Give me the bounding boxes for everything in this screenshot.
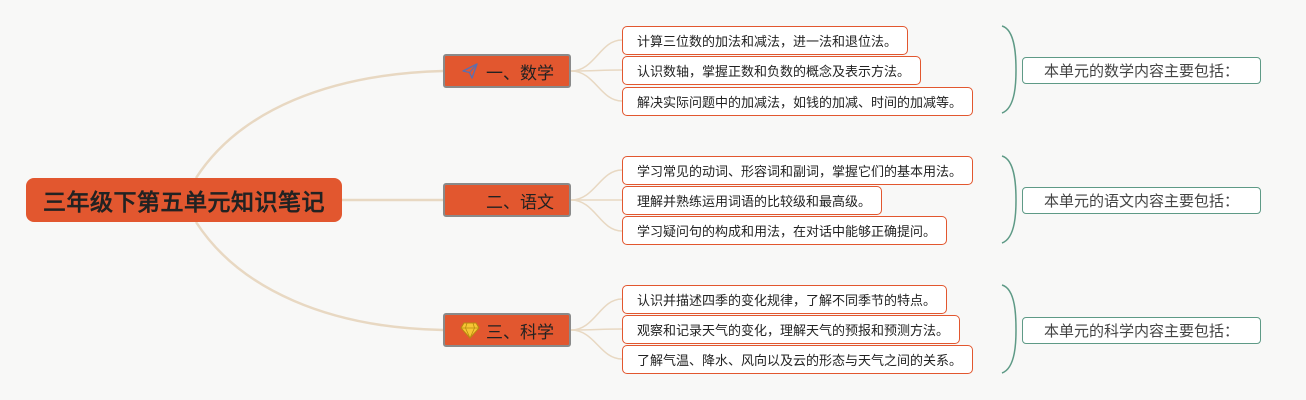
paper-plane-icon xyxy=(460,61,480,81)
connector-b2-leaf-1 xyxy=(570,169,623,201)
leaf-chinese-2[interactable]: 理解并熟练运用词语的比较级和最高级。 xyxy=(622,186,883,215)
leaf-science-3[interactable]: 了解气温、降水、风向以及云的形态与天气之间的关系。 xyxy=(622,345,974,374)
leaf-chinese-1[interactable]: 学习常见的动词、形容词和副词，掌握它们的基本用法。 xyxy=(622,156,974,185)
summary-chinese[interactable]: 本单元的语文内容主要包括： xyxy=(1022,187,1261,214)
connector-b1-leaf-1 xyxy=(570,39,623,72)
leaf-math-3[interactable]: 解决实际问题中的加减法，如钱的加减、时间的加减等。 xyxy=(622,87,974,116)
leaf-text: 理解并熟练运用词语的比较级和最高级。 xyxy=(637,195,872,210)
branch-math[interactable]: 一、数学 xyxy=(443,54,571,88)
leaf-science-2[interactable]: 观察和记录天气的变化，理解天气的预报和预测方法。 xyxy=(622,315,961,344)
summary-brace-2 xyxy=(1001,155,1017,244)
leaf-text: 认识数轴，掌握正数和负数的概念及表示方法。 xyxy=(637,65,911,80)
leaf-text: 计算三位数的加法和减法，进一法和退位法。 xyxy=(637,35,898,50)
root-topic-label: 三年级下第五单元知识笔记 xyxy=(43,190,325,216)
summary-text: 本单元的数学内容主要包括： xyxy=(1043,62,1239,80)
branch-icon-placeholder xyxy=(460,190,480,210)
branch-science[interactable]: 三、科学 xyxy=(443,313,571,347)
summary-math[interactable]: 本单元的数学内容主要包括： xyxy=(1022,57,1261,84)
leaf-science-1[interactable]: 认识并描述四季的变化规律，了解不同季节的特点。 xyxy=(622,285,948,314)
connector-b3-leaf-1 xyxy=(570,298,623,331)
diamond-icon xyxy=(460,320,480,340)
leaf-math-1[interactable]: 计算三位数的加法和减法，进一法和退位法。 xyxy=(622,26,909,55)
summary-text: 本单元的科学内容主要包括： xyxy=(1043,322,1239,340)
connector-root-branch-1 xyxy=(194,69,444,179)
branch-science-label: 三、科学 xyxy=(486,322,554,343)
leaf-math-2[interactable]: 认识数轴，掌握正数和负数的概念及表示方法。 xyxy=(622,56,922,85)
summary-science[interactable]: 本单元的科学内容主要包括： xyxy=(1022,317,1261,344)
connector-root-branch-3 xyxy=(194,221,444,332)
branch-chinese-label: 二、语文 xyxy=(486,192,554,213)
leaf-chinese-3[interactable]: 学习疑问句的构成和用法，在对话中能够正确提问。 xyxy=(622,216,948,245)
summary-text: 本单元的语文内容主要包括： xyxy=(1043,192,1239,210)
leaf-text: 了解气温、降水、风向以及云的形态与天气之间的关系。 xyxy=(637,354,963,369)
leaf-text: 学习疑问句的构成和用法，在对话中能够正确提问。 xyxy=(637,225,937,240)
branch-math-label: 一、数学 xyxy=(486,63,554,84)
root-topic[interactable]: 三年级下第五单元知识笔记 xyxy=(26,178,342,222)
leaf-text: 学习常见的动词、形容词和副词，掌握它们的基本用法。 xyxy=(637,165,963,180)
connector-b3-leaf-3 xyxy=(570,329,623,360)
summary-brace-3 xyxy=(1001,284,1017,374)
connector-b1-leaf-3 xyxy=(570,70,623,102)
summary-brace-1 xyxy=(1001,25,1017,114)
leaf-text: 解决实际问题中的加减法，如钱的加减、时间的加减等。 xyxy=(637,96,963,111)
branch-chinese[interactable]: 二、语文 xyxy=(443,183,571,217)
leaf-text: 认识并描述四季的变化规律，了解不同季节的特点。 xyxy=(637,294,937,309)
connector-b2-leaf-3 xyxy=(570,199,623,232)
leaf-text: 观察和记录天气的变化，理解天气的预报和预测方法。 xyxy=(637,324,950,339)
